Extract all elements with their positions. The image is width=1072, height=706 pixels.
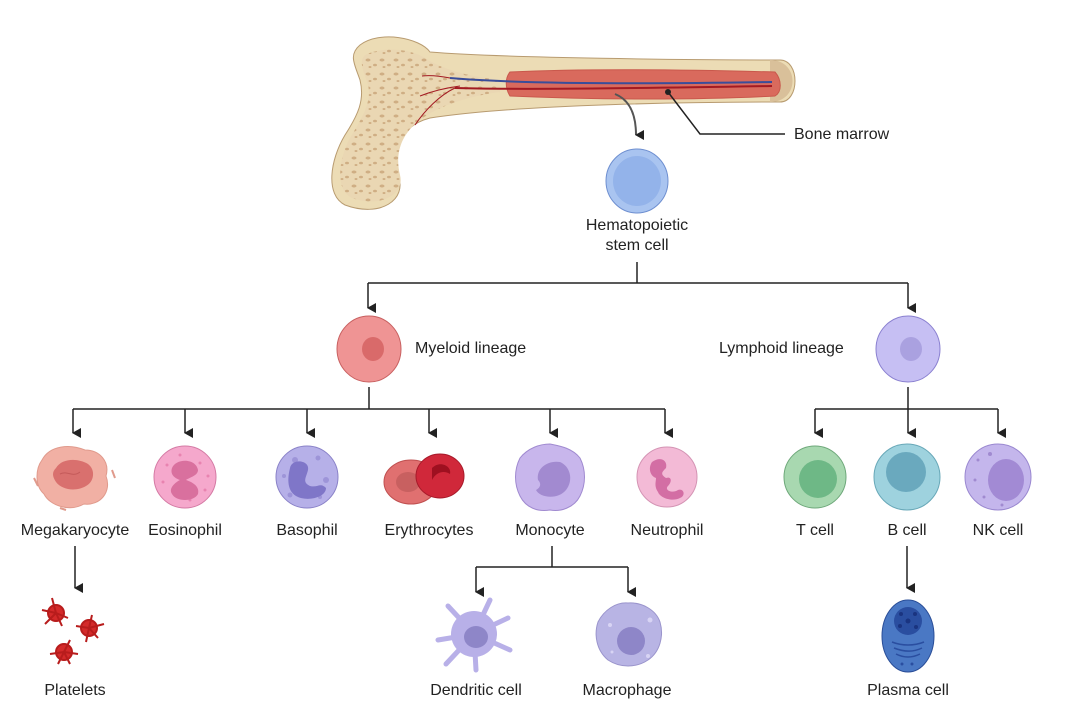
- femur-bone-icon: [331, 36, 796, 210]
- neutrophil-label: Neutrophil: [631, 522, 704, 539]
- platelets-icon: [41, 597, 105, 665]
- lymphoid-lineage-label: Lymphoid lineage: [719, 340, 844, 357]
- stem-cell-label-line1: Hematopoietic: [586, 217, 688, 234]
- megakaryocyte-icon: [33, 446, 116, 511]
- stem-branch-connectors: [367, 262, 916, 313]
- plasma-cell-icon: [881, 599, 935, 673]
- lymphoid-branch-connectors: [814, 387, 1006, 438]
- erythrocytes-label: Erythrocytes: [385, 522, 474, 539]
- monocyte-label: Monocyte: [515, 522, 584, 539]
- dendritic-cell-label: Dendritic cell: [430, 682, 522, 699]
- b-cell-icon: [873, 443, 941, 511]
- bone-marrow-leader-line: [667, 91, 785, 135]
- erythrocytes-icon: [383, 453, 465, 505]
- nk-cell-label: NK cell: [973, 522, 1024, 539]
- myeloid-lineage-label: Myeloid lineage: [415, 340, 526, 357]
- macrophage-label: Macrophage: [583, 682, 672, 699]
- myeloid-progenitor-icon: [336, 315, 402, 383]
- platelets-label: Platelets: [44, 682, 105, 699]
- monocyte-icon: [515, 443, 585, 511]
- derived-connectors: [74, 546, 915, 597]
- stem-cell-icon: [605, 148, 669, 214]
- basophil-icon: [275, 445, 339, 509]
- lymphoid-progenitor-icon: [875, 315, 941, 383]
- megakaryocyte-label: Megakaryocyte: [21, 522, 130, 539]
- bone-marrow-label: Bone marrow: [794, 126, 890, 143]
- nk-cell-icon: [964, 443, 1032, 511]
- eosinophil-label: Eosinophil: [148, 522, 222, 539]
- neutrophil-icon: [636, 446, 698, 508]
- marrow-to-stem-arrow: [614, 93, 645, 140]
- dendritic-cell-icon: [435, 597, 513, 673]
- plasma-cell-label: Plasma cell: [867, 682, 949, 699]
- basophil-label: Basophil: [276, 522, 337, 539]
- t-cell-label: T cell: [796, 522, 834, 539]
- eosinophil-icon: [153, 445, 217, 509]
- myeloid-branch-connectors: [72, 387, 673, 438]
- macrophage-icon: [595, 602, 662, 667]
- t-cell-icon: [783, 445, 847, 509]
- b-cell-label: B cell: [887, 522, 926, 539]
- stem-cell-label-line2: stem cell: [605, 237, 668, 254]
